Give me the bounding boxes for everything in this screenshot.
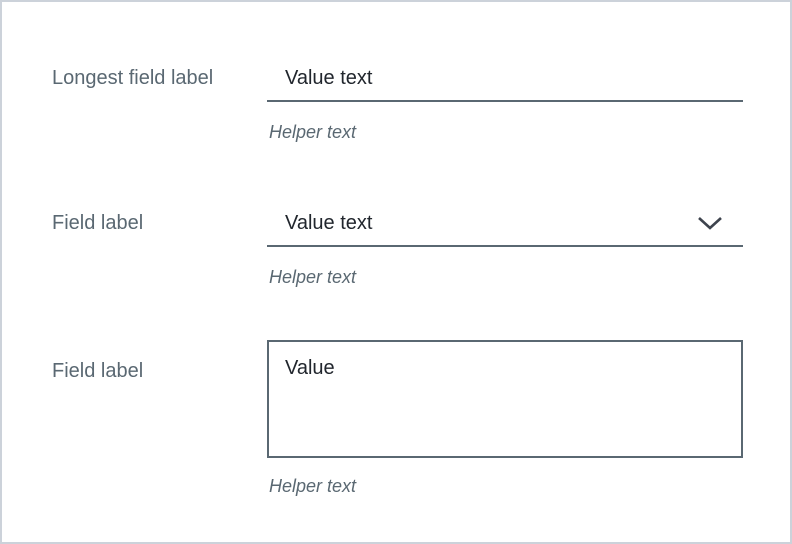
form-field-text: Longest field label Helper text	[52, 64, 743, 142]
field-2-helper-text: Helper text	[269, 267, 357, 287]
field-2-input-column: Value text Helper text	[267, 209, 743, 287]
field-3-label: Field label	[52, 360, 144, 382]
field-1-input-column: Helper text	[267, 64, 743, 142]
form-field-select: Field label Value text Helper text	[52, 209, 743, 287]
form-field-textarea: Field label Value Helper text	[52, 340, 743, 496]
text-input[interactable]	[267, 64, 743, 102]
select-input[interactable]: Value text	[267, 209, 743, 247]
field-3-input-column: Value Helper text	[267, 340, 743, 496]
field-2-label: Field label	[52, 212, 144, 234]
field-3-helper-text: Helper text	[269, 476, 357, 496]
textarea-input[interactable]: Value	[267, 340, 743, 458]
select-value: Value text	[285, 212, 373, 234]
field-1-label: Longest field label	[52, 67, 214, 89]
field-1-helper-text: Helper text	[269, 122, 357, 142]
chevron-down-icon	[698, 217, 722, 230]
